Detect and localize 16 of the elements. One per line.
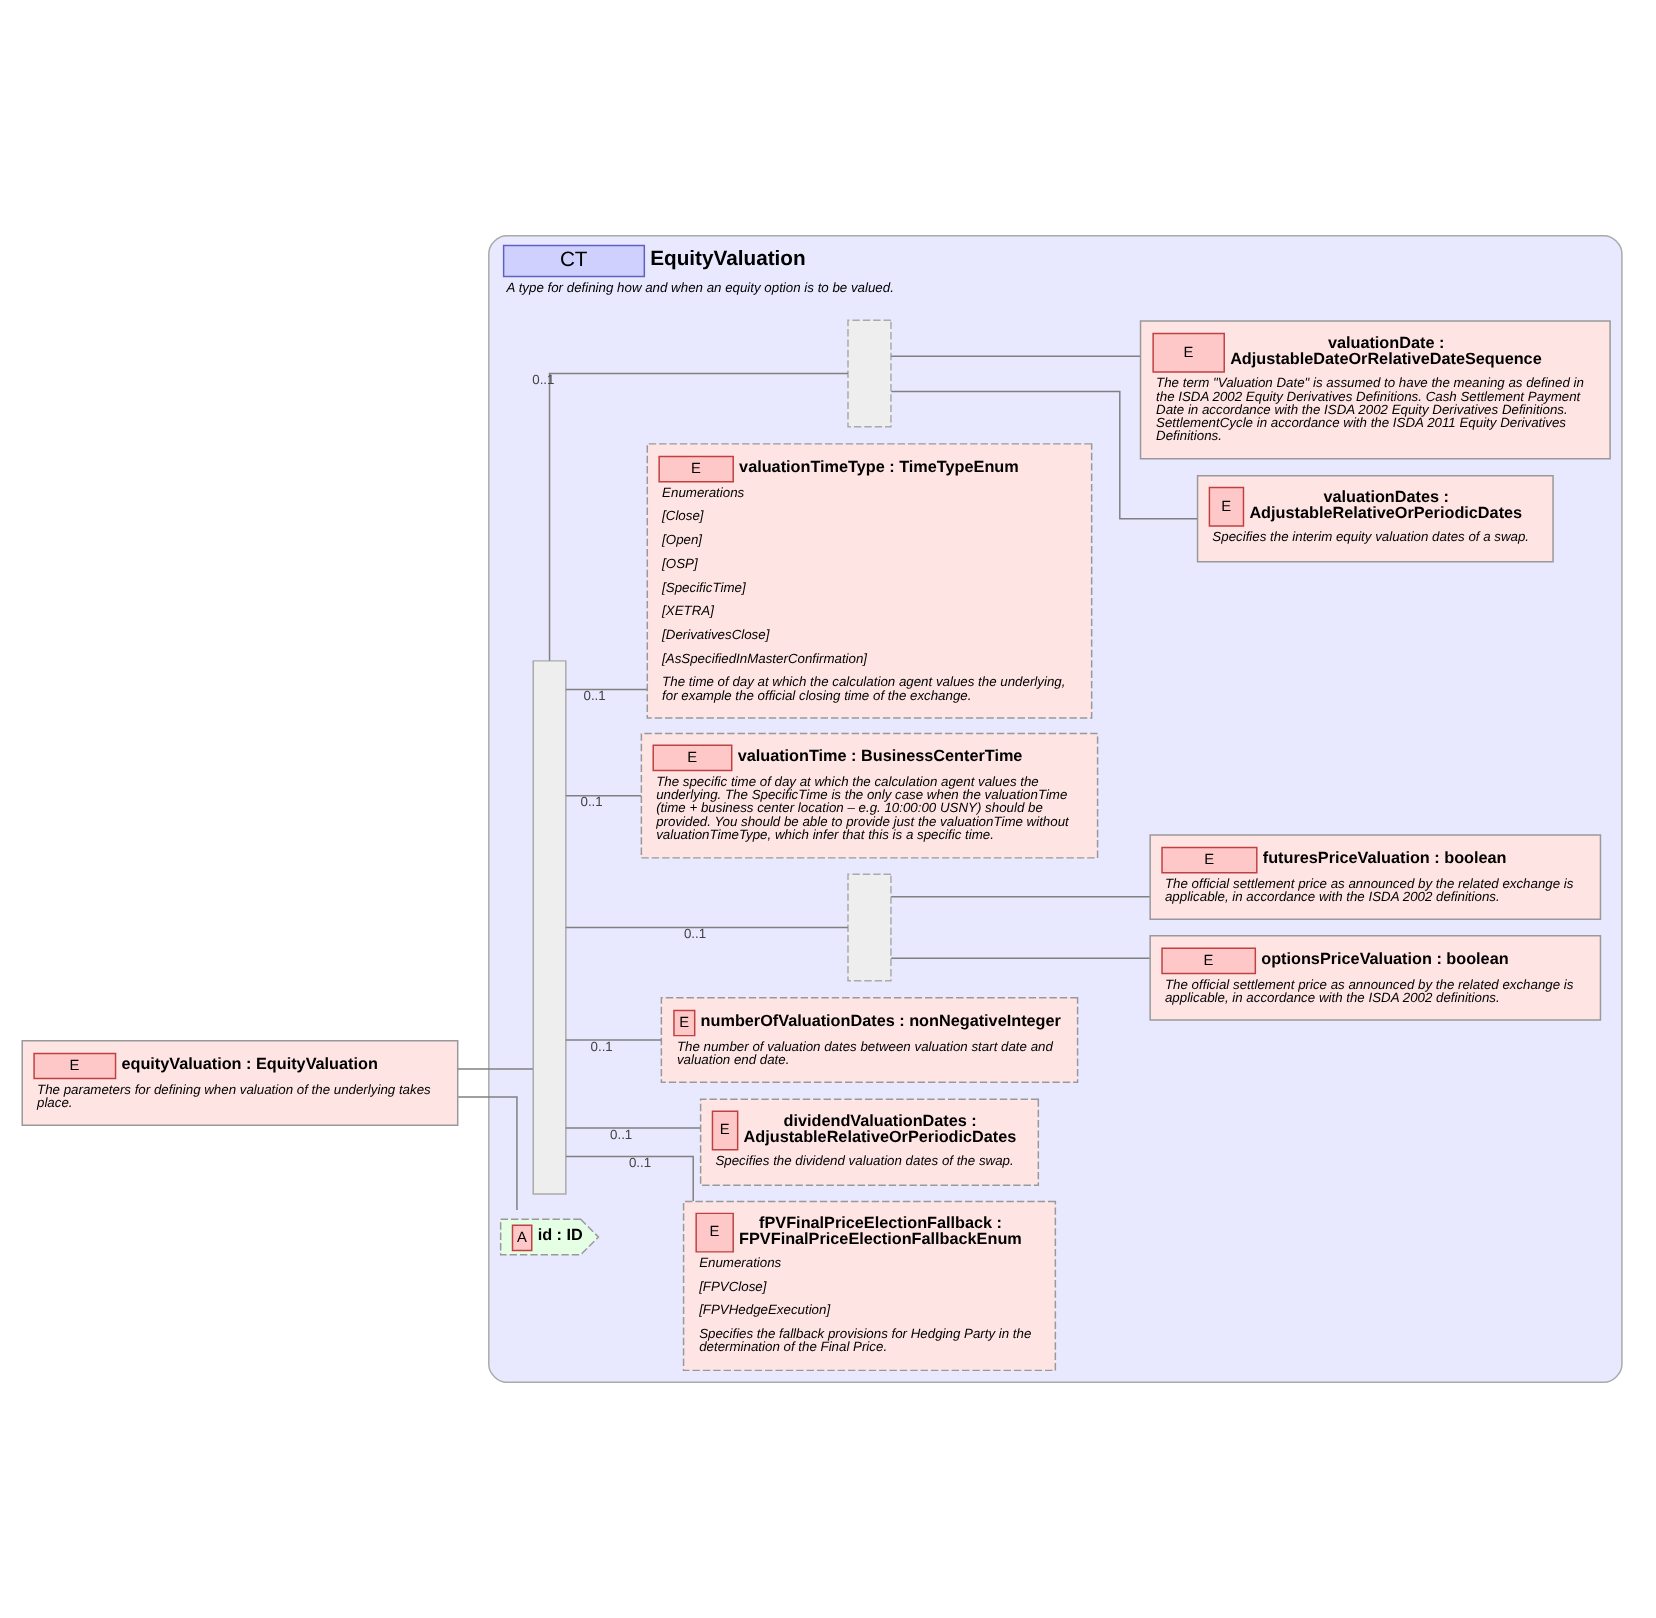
connector <box>548 372 849 662</box>
connector <box>565 1039 662 1041</box>
connector <box>890 390 1198 520</box>
connector <box>890 355 1141 357</box>
node-box <box>847 873 892 982</box>
node-box <box>847 319 892 428</box>
node-bar <box>532 660 567 1195</box>
connector <box>457 1096 518 1211</box>
connector <box>565 1127 701 1129</box>
connector <box>565 794 642 797</box>
connector <box>565 926 849 929</box>
connector <box>565 688 648 691</box>
connector <box>890 896 1151 898</box>
connector <box>457 1068 534 1070</box>
connector <box>565 1155 694 1202</box>
connector <box>890 957 1151 959</box>
